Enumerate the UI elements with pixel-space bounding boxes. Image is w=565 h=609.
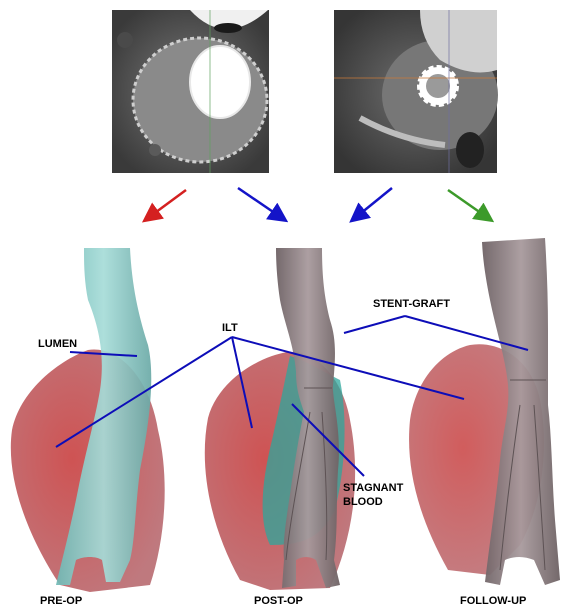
ct-scan-preop xyxy=(112,10,269,173)
stage-post-op: POST-OP xyxy=(254,595,303,607)
arrow-green xyxy=(448,190,488,218)
arrow-blue-1 xyxy=(238,188,282,218)
label-stent-graft: STENT-GRAFT xyxy=(373,298,450,310)
ct-scan-postop xyxy=(334,10,498,173)
preop-aneurysm-model xyxy=(11,248,165,592)
label-lumen: LUMEN xyxy=(38,338,77,350)
label-stagnant: STAGNANT xyxy=(343,482,404,494)
arrow-blue-2 xyxy=(355,188,392,218)
label-ilt: ILT xyxy=(222,322,238,334)
label-blood: BLOOD xyxy=(343,496,383,508)
stage-pre-op: PRE-OP xyxy=(40,595,82,607)
arrow-red xyxy=(148,190,186,218)
postop-aneurysm-model xyxy=(205,248,355,590)
stage-follow-up: FOLLOW-UP xyxy=(460,595,526,607)
pointer-stent-postop xyxy=(344,316,405,333)
followup-aneurysm-model xyxy=(409,238,560,585)
